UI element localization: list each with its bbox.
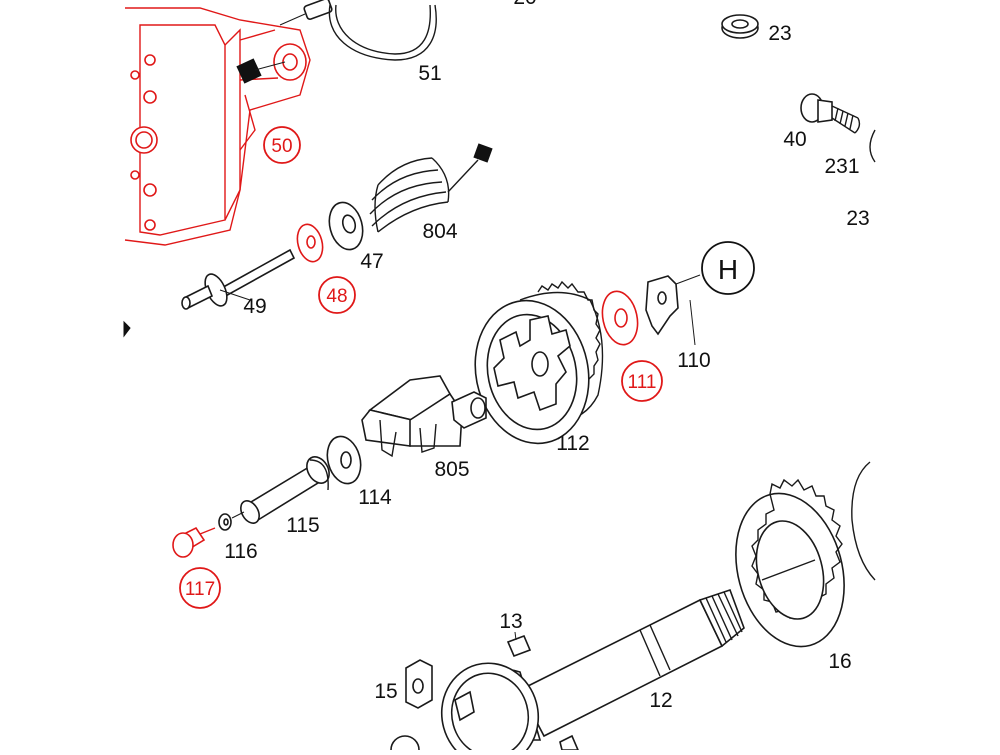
label-112: 112 [556,432,589,455]
label-20: 20 [513,0,536,9]
pin-part-49 [181,248,296,310]
label-116: 116 [224,540,257,563]
shaft-part-12 [390,588,745,755]
gear-part-16 [735,478,845,648]
screw-part-20 [279,0,333,26]
label-805: 805 [434,458,469,481]
callout-117-text: 117 [185,579,215,600]
nut-part-23 [721,14,759,39]
bolt-part-40 [800,93,861,134]
label-47: 47 [360,250,383,273]
label-804: 804 [422,220,457,243]
label-115: 115 [286,514,319,537]
callout-111: 111 [621,360,663,402]
callout-117: 117 [179,567,221,609]
label-13: 13 [499,610,522,633]
label-23-right: 23 [846,207,869,230]
callout-48: 48 [318,276,356,314]
label-49: 49 [243,295,266,318]
label-16: 16 [828,650,851,673]
bracket-part-110 [645,274,701,336]
washer-part-114 [326,435,362,485]
washer-part-48 [296,223,324,263]
sleeve-part-115 [240,456,330,524]
edge-mark [123,320,131,338]
callout-h: H [701,241,755,295]
housing-part-50 [124,7,311,246]
leader-lines [219,289,696,346]
key-part-13 [506,631,532,658]
label-51: 51 [418,62,441,85]
ring-part-51 [328,4,437,61]
carrier-part-805 [361,375,487,458]
label-231: 231 [824,155,859,178]
callout-48-text: 48 [326,286,347,307]
edge-part-gear [851,461,876,581]
edge-part-arc [869,129,876,163]
callout-111-text: 111 [628,372,657,393]
label-40: 40 [783,128,806,151]
clutch-part-112 [474,280,604,445]
label-110: 110 [677,349,710,372]
callout-h-text: H [718,254,738,285]
washer-part-111 [601,290,639,346]
label-12: 12 [649,689,672,712]
label-15: 15 [374,680,397,703]
label-114: 114 [358,486,392,509]
callout-50: 50 [263,126,301,164]
clip-part-116 [218,511,245,531]
cap-part-117 [172,526,216,558]
label-23-top: 23 [768,22,791,45]
block-part-15 [405,659,433,709]
washer-part-47 [328,201,364,251]
callout-50-text: 50 [271,136,292,157]
spring-part-804 [369,143,493,233]
